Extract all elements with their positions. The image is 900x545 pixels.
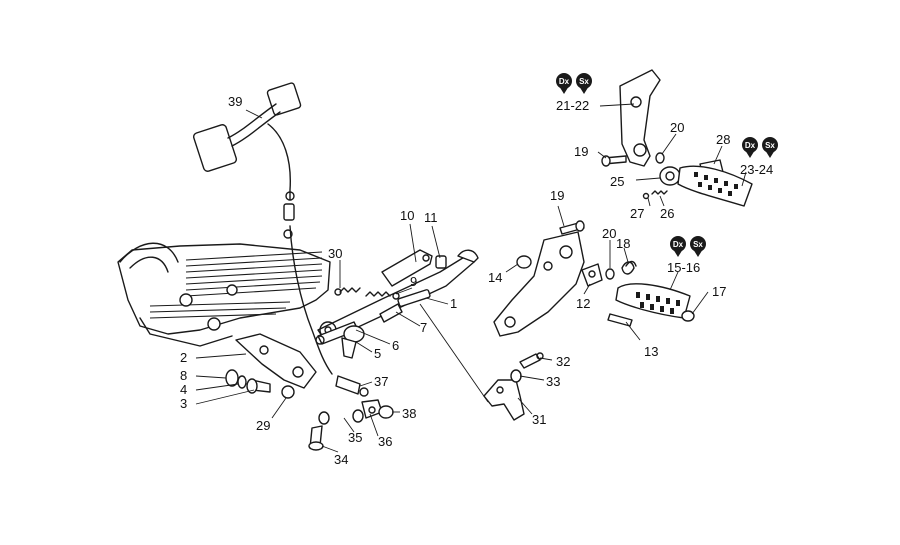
nut-14: [516, 255, 532, 269]
svg-text:Dx: Dx: [745, 141, 756, 150]
washer-33: [510, 369, 522, 383]
callout-14: 14: [488, 270, 502, 285]
callout-26: 26: [660, 206, 674, 221]
callout-19-upper: 19: [574, 144, 588, 159]
callout-29: 29: [256, 418, 270, 433]
callout-28: 28: [716, 132, 730, 147]
footrest-bracket-upper: [619, 69, 661, 167]
callout-39: 39: [228, 94, 242, 109]
callout-1: 1: [450, 296, 457, 311]
badge-sx-15-16: Sx: [690, 236, 706, 257]
hardware-35-36-38: [318, 399, 394, 425]
svg-text:Sx: Sx: [693, 240, 703, 249]
badge-dx-23-24: Dx: [742, 137, 758, 158]
callout-3: 3: [180, 396, 187, 411]
callout-30: 30: [328, 246, 342, 261]
svg-text:Dx: Dx: [559, 77, 570, 86]
bolt-stack-left: [225, 369, 271, 394]
callout-27: 27: [630, 206, 644, 221]
footpeg-upper: [677, 165, 753, 207]
callout-7: 7: [420, 320, 427, 335]
badge-dx-15-16: Dx: [670, 236, 686, 257]
sidestand-bracket: [235, 333, 317, 399]
peg-mount-25: [659, 166, 681, 186]
pin-13: [607, 313, 633, 327]
callout-23-24: 23-24: [740, 162, 773, 177]
footrest-bracket-lower: [493, 231, 585, 337]
callout-21-22: 21-22: [556, 98, 589, 113]
callout-37: 37: [374, 374, 388, 389]
svg-text:Sx: Sx: [579, 77, 589, 86]
callout-8: 8: [180, 368, 187, 383]
callout-18: 18: [616, 236, 630, 251]
badge-sx-21-22: Sx: [576, 73, 592, 94]
callout-labels: 39 10 11 30 9 1 7 6 5 2 8 4 3 29 37 38 3…: [180, 94, 773, 467]
callout-6: 6: [392, 338, 399, 353]
bolt-11: [435, 255, 447, 269]
footpeg-lower-grip: [636, 292, 680, 314]
callout-34: 34: [334, 452, 348, 467]
clip-27: [642, 192, 650, 200]
spring-26: [651, 190, 668, 195]
hook-31: [483, 379, 525, 421]
bolt-19-lower: [559, 220, 585, 235]
callout-31: 31: [532, 412, 546, 427]
badge-dx-21-22: Dx: [556, 73, 572, 94]
callout-5: 5: [374, 346, 381, 361]
bolt-32: [519, 352, 544, 369]
callout-13: 13: [644, 344, 658, 359]
cooling-fins: [149, 251, 323, 319]
callout-15-16: 15-16: [667, 260, 700, 275]
svg-text:Sx: Sx: [765, 141, 775, 150]
spring-18: [621, 260, 637, 275]
callout-20-upper: 20: [670, 120, 684, 135]
callout-9: 9: [410, 274, 417, 289]
callout-25: 25: [610, 174, 624, 189]
callout-10: 10: [400, 208, 414, 223]
footpeg-upper-grip: [694, 172, 738, 196]
engine-block: [117, 242, 331, 347]
clip-17: [681, 310, 695, 322]
footpeg-lower: [615, 283, 691, 319]
leader-lines: [195, 103, 747, 453]
bolt-19-upper: [601, 155, 627, 167]
sensor-5: [341, 325, 365, 359]
washer-20-upper: [655, 152, 665, 164]
callout-11: 11: [424, 210, 438, 225]
callout-35: 35: [348, 430, 362, 445]
pivot-12: [581, 263, 603, 287]
plate-10: [381, 249, 433, 287]
spring-30: [334, 287, 361, 296]
callout-2: 2: [180, 350, 187, 365]
callout-12: 12: [576, 296, 590, 311]
callout-33: 33: [546, 374, 560, 389]
callout-19-lower: 19: [550, 188, 564, 203]
callout-20-lower: 20: [602, 226, 616, 241]
callout-36: 36: [378, 434, 392, 449]
switch-37: [335, 375, 369, 397]
badge-sx-23-24: Sx: [762, 137, 778, 158]
callout-32: 32: [556, 354, 570, 369]
sidestand-switch-harness: [192, 82, 333, 375]
callout-17: 17: [712, 284, 726, 299]
callout-4: 4: [180, 382, 187, 397]
pin-7: [379, 303, 403, 323]
callout-38: 38: [402, 406, 416, 421]
spring-9: [365, 291, 400, 300]
washer-20-lower: [605, 268, 615, 280]
svg-text:Dx: Dx: [673, 240, 684, 249]
bolt-34: [308, 425, 324, 451]
